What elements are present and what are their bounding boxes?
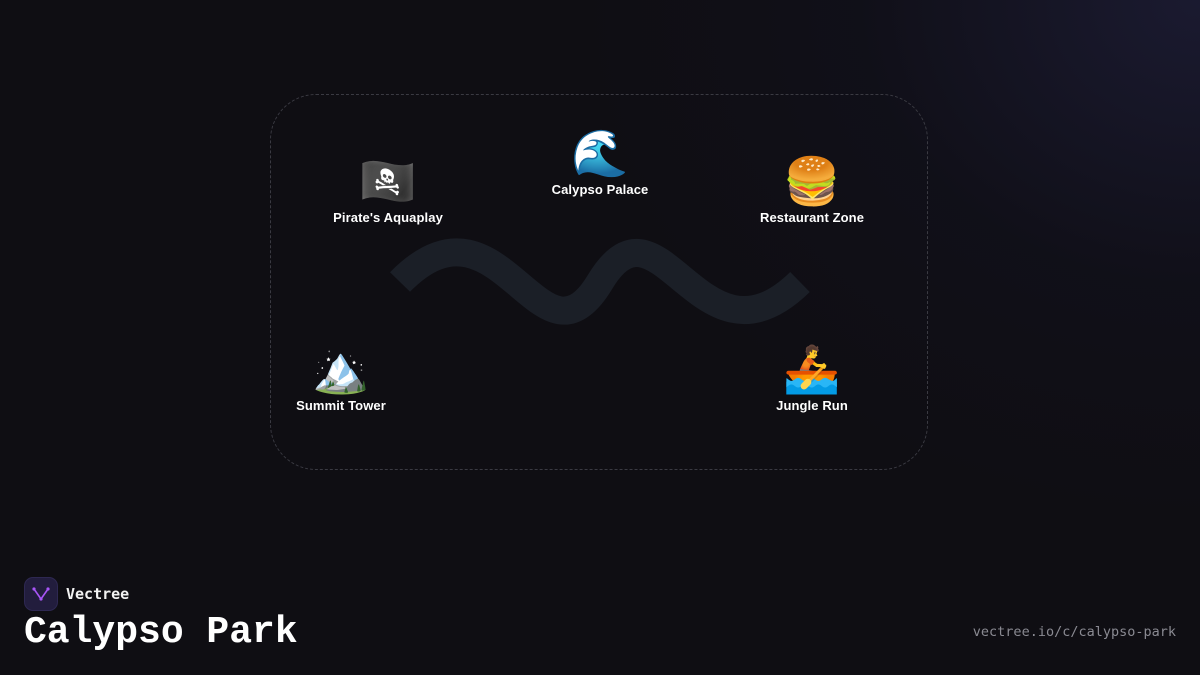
wave-icon: 🌊 [571, 126, 629, 180]
attraction-calypso-palace[interactable]: 🌊 Calypso Palace [552, 126, 649, 197]
attraction-label: Pirate's Aquaplay [333, 210, 443, 225]
page-url[interactable]: vectree.io/c/calypso-park [972, 624, 1176, 640]
park-map-card [270, 94, 928, 470]
attraction-label: Calypso Palace [551, 182, 649, 197]
attraction-label: Summit Tower [296, 398, 386, 413]
page-title: Calypso Park [24, 611, 298, 654]
mountain-icon: 🏔️ [312, 342, 370, 396]
attraction-label: Restaurant Zone [759, 210, 865, 225]
attraction-summit-tower[interactable]: 🏔️ Summit Tower [296, 342, 386, 413]
attraction-jungle-run[interactable]: 🚣 Jungle Run [776, 342, 848, 413]
pirate-flag-icon: 🏴‍☠️ [359, 154, 417, 208]
burger-icon: 🍔 [783, 154, 841, 208]
brand[interactable]: Vectree [24, 577, 129, 611]
rowboat-icon: 🚣 [783, 342, 841, 396]
attraction-label: Jungle Run [776, 398, 848, 413]
vectree-logo-icon [24, 577, 58, 611]
attraction-restaurant-zone[interactable]: 🍔 Restaurant Zone [760, 154, 864, 225]
brand-name: Vectree [66, 585, 130, 603]
attraction-pirates-aquaplay[interactable]: 🏴‍☠️ Pirate's Aquaplay [333, 154, 443, 225]
